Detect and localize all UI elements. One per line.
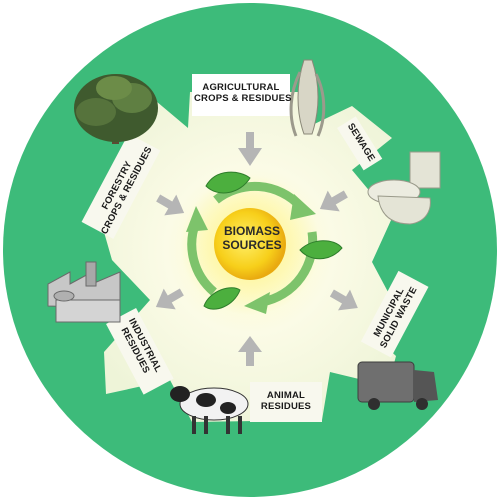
municipal-label-panel (360, 270, 429, 358)
corn-cob-icon (289, 59, 326, 137)
agriculture-label-line1: AGRICULTURAL (202, 82, 280, 93)
arrow-from-industrial (155, 288, 184, 310)
cycle-arrowhead-right (244, 292, 270, 314)
center-title-line1: BIOMASS (223, 224, 280, 238)
sewage-label-panel (337, 116, 383, 171)
cow-icon (170, 386, 249, 434)
arrow-from-animal (238, 336, 262, 366)
animal-label: ANIMAL RESIDUES (252, 390, 320, 412)
tree-icon (74, 74, 158, 144)
arrow-from-sewage (319, 190, 348, 212)
agriculture-label-line2: CROPS & RESIDUES (194, 93, 292, 104)
arrow-from-agriculture (238, 132, 262, 166)
leaf-icon (299, 240, 343, 260)
agri-label-panel (192, 74, 290, 116)
cycle-arrow-top (213, 181, 304, 210)
agriculture-label: AGRICULTURAL CROPS & RESIDUES (194, 82, 292, 104)
center-title: BIOMASS SOURCES (212, 224, 292, 252)
animal-label-panel (250, 382, 322, 422)
forestry-label-panel (81, 133, 161, 239)
center-circle (214, 208, 286, 280)
arrow-from-forestry (156, 194, 185, 216)
animal-label-line1: ANIMAL (266, 390, 306, 401)
leaf-icon (205, 171, 251, 194)
garbage-truck-icon (357, 361, 438, 410)
industrial-label-panel (106, 307, 174, 395)
toilet-icon (367, 151, 441, 225)
center-title-line2: SOURCES (222, 238, 282, 252)
cycle-arrowhead-top (290, 194, 316, 220)
cycle-arrowhead-left (186, 206, 208, 232)
factory-icon (47, 261, 121, 323)
arrow-from-municipal (329, 289, 358, 311)
animal-label-line2: RESIDUES (260, 401, 312, 412)
leaf-icon (203, 287, 241, 310)
